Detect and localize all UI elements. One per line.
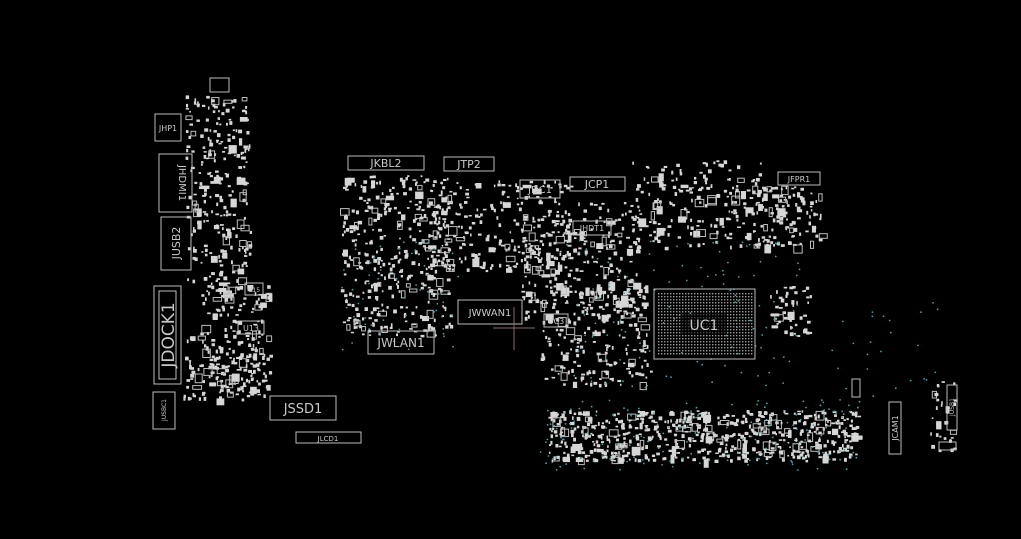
jkbl2-connector[interactable]: JKBL2 — [347, 155, 425, 171]
jwlan1-label: JWLAN1 — [376, 336, 424, 350]
jfpr1-label: JFPR1 — [787, 175, 810, 184]
top-left-small-ic — [209, 77, 230, 93]
jssd1-label: JSSD1 — [283, 402, 323, 417]
u13-label: U13 — [243, 324, 259, 333]
uc3-label: UC3 — [548, 317, 565, 326]
jhp1-label: JHP1 — [158, 124, 177, 133]
jusbc1-label: JUSBC1 — [161, 399, 168, 422]
jtp2-label: JTP2 — [456, 158, 481, 171]
jhdmi1-label: JHDMI1 — [176, 164, 187, 201]
jusb2-label: JUSB2 — [170, 227, 183, 261]
jusb1-connector[interactable]: JUSB1 — [946, 384, 958, 431]
u15-label: U15 — [248, 287, 260, 294]
jdock1-connector[interactable]: JDOCK1 — [153, 285, 182, 385]
crosshair-cursor — [493, 307, 535, 350]
jhdt1-label: JHDT1 — [579, 224, 605, 233]
component-clusters — [183, 95, 958, 468]
via-field — [341, 239, 939, 471]
jwlan1-connector[interactable]: JWLAN1 — [367, 330, 435, 355]
u15-chip[interactable]: U15 — [244, 282, 264, 296]
uc1-label: UC1 — [690, 318, 719, 334]
u13-chip[interactable]: U13 — [237, 320, 265, 335]
jcp1-label: JCP1 — [584, 178, 610, 191]
jhp1-connector[interactable]: JHP1 — [154, 113, 182, 142]
jlcd1-label: JLCD1 — [317, 435, 339, 443]
jcam1-label: JCAM1 — [891, 415, 900, 441]
jkbl2-label: JKBL2 — [369, 157, 401, 170]
uc1-cpu[interactable]: UC1 — [653, 288, 756, 360]
jdc1-label: JDC1 — [527, 185, 552, 196]
jfpr1-connector[interactable]: JFPR1 — [777, 171, 821, 186]
jwwan1-connector[interactable]: JWWAN1 — [457, 299, 523, 325]
jwwan1-label: JWWAN1 — [468, 308, 512, 319]
jhdt1-connector[interactable]: JHDT1 — [572, 220, 612, 236]
right-small-connector — [938, 441, 957, 451]
right-small-ic — [851, 378, 861, 398]
jdock1-label: JDOCK1 — [159, 302, 179, 368]
jhdmi1-connector[interactable]: JHDMI1 — [158, 153, 193, 213]
jtp2-connector[interactable]: JTP2 — [443, 156, 495, 172]
jdc1-connector[interactable]: JDC1 — [519, 179, 561, 199]
jcp1-connector[interactable]: JCP1 — [569, 176, 626, 192]
jusb2-connector[interactable]: JUSB2 — [160, 216, 192, 271]
jusbc1-connector[interactable]: JUSBC1 — [152, 391, 176, 430]
jcam1-connector[interactable]: JCAM1 — [888, 401, 902, 455]
jusb1-label: JUSB1 — [949, 398, 956, 417]
uc3-chip[interactable]: UC3 — [543, 313, 569, 328]
jssd1-connector[interactable]: JSSD1 — [269, 395, 337, 421]
jlcd1-connector[interactable]: JLCD1 — [295, 431, 362, 444]
